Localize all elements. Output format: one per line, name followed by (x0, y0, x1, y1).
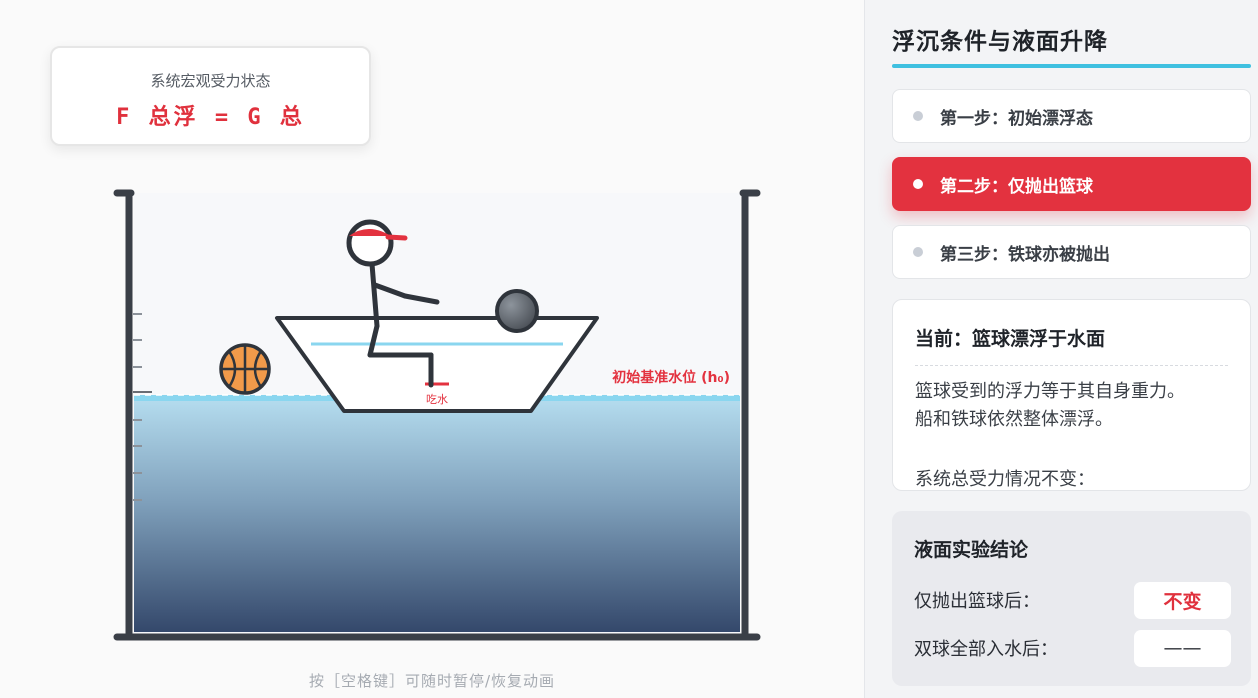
description-heading: 当前：篮球漂浮于水面 (915, 324, 1228, 366)
waterline-label: 初始基准水位 (h₀) (612, 369, 730, 386)
step-2-button[interactable]: 第二步：仅抛出篮球 (892, 157, 1251, 211)
force-status-card: 系统宏观受力状态 F 总浮 = G 总 (50, 46, 371, 146)
red-cap (349, 229, 391, 236)
experiment-stage: 系统宏观受力状态 F 总浮 = G 总 (50, 46, 761, 690)
side-panel: 浮沉条件与液面升降 第一步：初始漂浮态 第二步：仅抛出篮球 第三步：铁球亦被抛出… (864, 0, 1258, 698)
cap-brim (385, 234, 408, 241)
tank-walls (113, 189, 761, 641)
step-label: 第一步：初始漂浮态 (940, 108, 1093, 129)
description-card[interactable]: 当前：篮球漂浮于水面 篮球受到的浮力等于其自身重力。 船和铁球依然整体漂浮。 系… (892, 299, 1251, 491)
conclusion-value-badge: 不变 (1134, 581, 1231, 619)
force-status-title: 系统宏观受力状态 (150, 72, 271, 90)
step-dot-icon (913, 247, 923, 257)
step-label: 第二步：仅抛出篮球 (940, 176, 1093, 197)
conclusion-label: 仅抛出篮球后： (914, 591, 1040, 612)
step-dot-icon (913, 111, 923, 121)
force-equation: F 总浮 = G 总 (116, 105, 305, 130)
conclusion-value-badge: —— (1134, 629, 1231, 667)
water-body (134, 396, 740, 632)
conclusion-label: 双球全部入水后： (914, 639, 1058, 660)
tank-scene: 吃水 初始基准水位 (h₀) (113, 189, 761, 641)
conclusion-row: 双球全部入水后： —— (914, 629, 1231, 667)
panel-title: 浮沉条件与液面升降 (892, 29, 1108, 55)
description-line: 船和铁球依然整体漂浮。 (915, 409, 1113, 430)
scale-ticks (133, 313, 142, 501)
title-underline (892, 64, 1251, 68)
keyboard-hint: 按［空格键］可随时暂停/恢复动画 (308, 672, 556, 690)
conclusion-card: 液面实验结论 仅抛出篮球后： 不变 双球全部入水后： —— (892, 511, 1251, 686)
step-1-button[interactable]: 第一步：初始漂浮态 (892, 89, 1251, 143)
boat (275, 316, 599, 413)
step-3-button[interactable]: 第三步：铁球亦被抛出 (892, 225, 1251, 279)
iron-ball (495, 289, 539, 333)
description-footer: 系统总受力情况不变： (915, 469, 1095, 490)
step-dot-icon (913, 179, 923, 189)
basketball (219, 343, 271, 395)
draft-label: 吃水 (426, 393, 448, 406)
conclusion-title: 液面实验结论 (914, 539, 1029, 561)
description-line: 篮球受到的浮力等于其自身重力。 (915, 381, 1185, 402)
step-label: 第三步：铁球亦被抛出 (940, 244, 1110, 265)
conclusion-row: 仅抛出篮球后： 不变 (914, 581, 1231, 619)
